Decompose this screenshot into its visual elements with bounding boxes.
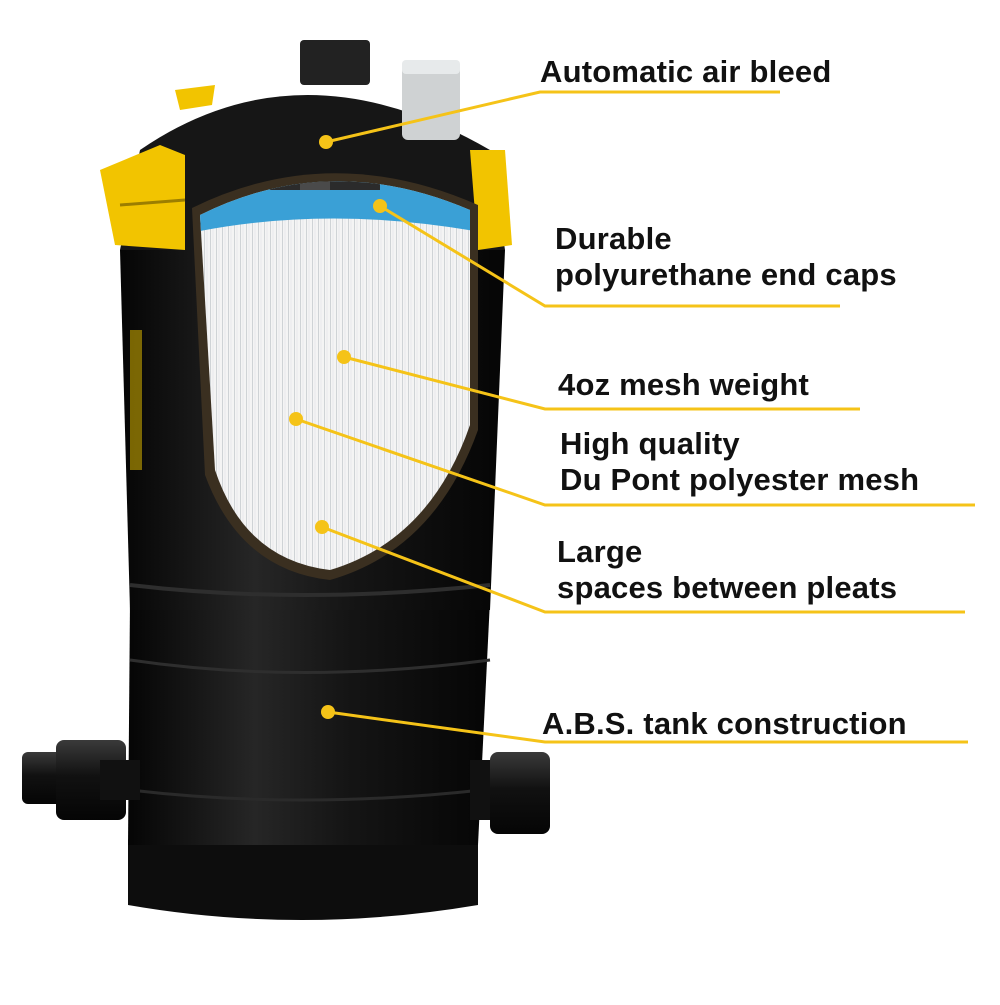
callout-end-caps: Durable polyurethane end caps xyxy=(555,221,897,293)
leader-dot-end-caps xyxy=(373,199,387,213)
callout-polyester-mesh-line-1: High quality xyxy=(560,426,740,461)
callout-polyester-mesh-line-2: Du Pont polyester mesh xyxy=(560,462,920,497)
leader-line-polyester-mesh xyxy=(295,417,975,507)
callout-mesh-weight: 4oz mesh weight xyxy=(558,367,809,403)
inlet-port xyxy=(22,740,140,820)
leader-line-pleat-spacing xyxy=(321,525,965,614)
leader-dot-mesh-weight xyxy=(337,350,351,364)
callout-air-bleed: Automatic air bleed xyxy=(540,54,831,90)
filter-cartridge-cutaway xyxy=(192,173,478,580)
callout-pleat-spacing: Large spaces between pleats xyxy=(557,534,897,606)
leader-dot-air-bleed xyxy=(319,135,333,149)
leader-line-tank xyxy=(327,710,968,744)
callout-mesh-weight-line-1: 4oz mesh weight xyxy=(558,367,810,402)
leader-dot-pleat-spacing xyxy=(315,520,329,534)
callout-end-caps-line-1: Durable xyxy=(555,221,672,256)
callout-air-bleed-line-1: Automatic air bleed xyxy=(540,54,832,89)
outlet-port xyxy=(470,752,550,834)
leader-line-air-bleed xyxy=(325,90,780,144)
callout-polyester-mesh: High quality Du Pont polyester mesh xyxy=(560,426,919,498)
leader-dot-tank xyxy=(321,705,335,719)
callout-tank: A.B.S. tank construction xyxy=(542,706,907,742)
leader-line-mesh-weight xyxy=(343,355,860,411)
callout-tank-line-1: A.B.S. tank construction xyxy=(542,706,907,741)
callout-pleat-spacing-line-2: spaces between pleats xyxy=(557,570,898,605)
leader-dot-polyester-mesh xyxy=(289,412,303,426)
leader-line-end-caps xyxy=(379,204,840,308)
callout-end-caps-line-2: polyurethane end caps xyxy=(555,257,897,292)
lid-clamp xyxy=(100,85,512,250)
callout-pleat-spacing-line-1: Large xyxy=(557,534,643,569)
callout-leaders xyxy=(289,90,975,744)
